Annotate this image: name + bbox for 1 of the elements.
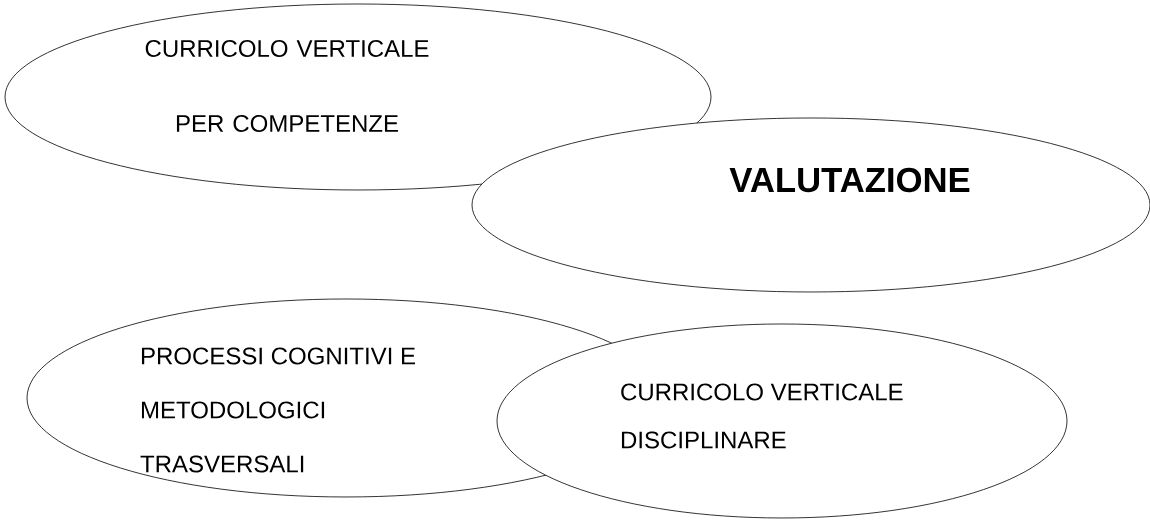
node-label: VALUTAZIONE <box>729 167 970 193</box>
